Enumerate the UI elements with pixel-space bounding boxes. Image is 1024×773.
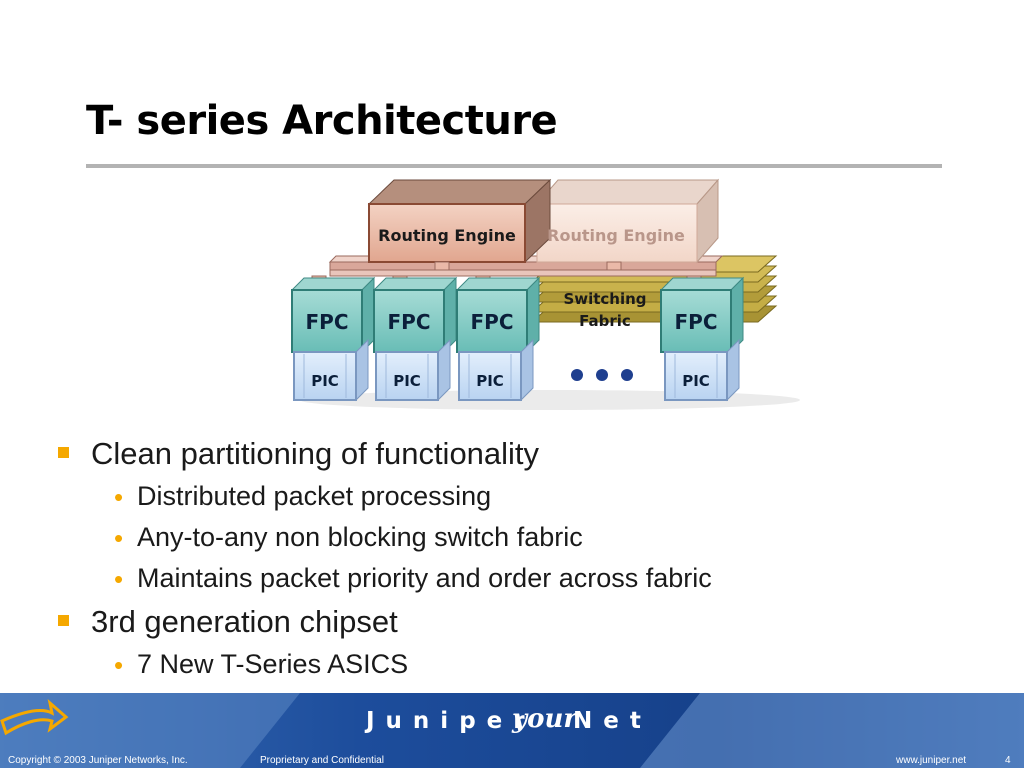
routing-engine-primary-label: Routing Engine bbox=[378, 226, 516, 245]
bullet-dot-icon: • bbox=[114, 564, 124, 594]
bullet-level1: 3rd generation chipset bbox=[91, 604, 398, 639]
slide-title: T- series Architecture bbox=[86, 98, 558, 144]
fpc-label: FPC bbox=[306, 310, 349, 334]
footer-banner bbox=[0, 693, 1024, 768]
bullet-level2: 7 New T-Series ASICS bbox=[137, 649, 409, 679]
pic-card-3 bbox=[458, 338, 534, 402]
fpc-card-3 bbox=[455, 276, 541, 354]
fpc-card-2 bbox=[372, 276, 458, 354]
pic-label: PIC bbox=[476, 372, 504, 390]
routing-engine-secondary bbox=[535, 178, 720, 264]
fpc-card-1 bbox=[290, 276, 376, 354]
bullet-dot-icon: • bbox=[114, 650, 124, 680]
bullet-level1: Clean partitioning of functionality bbox=[91, 436, 540, 471]
bullet-square-icon bbox=[58, 447, 69, 458]
footer-url[interactable]: www.juniper.net bbox=[896, 755, 967, 766]
arrow-logo-icon bbox=[0, 698, 69, 736]
title-divider bbox=[86, 164, 942, 168]
pic-label: PIC bbox=[311, 372, 339, 390]
brand-juniper: Juniper bbox=[366, 708, 536, 734]
bullet-dot-icon: • bbox=[114, 523, 124, 553]
architecture-diagram-graphic: Routing Engine Routing Engine Switching … bbox=[290, 178, 800, 410]
bullet-level2: Distributed packet processing bbox=[137, 481, 492, 511]
page-number: 4 bbox=[1005, 755, 1011, 766]
bullet-dot-icon: • bbox=[114, 482, 124, 512]
ellipsis-dots bbox=[571, 369, 633, 381]
architecture-diagram: Routing Engine Routing Engine Switching … bbox=[280, 172, 800, 412]
brand-your: your bbox=[512, 704, 578, 734]
pic-card-1 bbox=[293, 338, 369, 402]
switching-fabric-label-line2: Fabric bbox=[579, 312, 631, 330]
fpc-card-4 bbox=[659, 276, 745, 354]
footer-background bbox=[0, 693, 1024, 768]
bullet-square-icon bbox=[58, 615, 69, 626]
pic-card-2 bbox=[375, 338, 451, 402]
switching-fabric-label-line1: Switching bbox=[563, 290, 646, 308]
routing-engine-primary bbox=[367, 178, 552, 264]
pic-card-4 bbox=[664, 338, 740, 402]
fpc-label: FPC bbox=[388, 310, 431, 334]
bullet-level2: Any-to-any non blocking switch fabric bbox=[137, 522, 583, 552]
brand-net: Net bbox=[573, 708, 652, 734]
fpc-label: FPC bbox=[675, 310, 718, 334]
bullet-level2: Maintains packet priority and order acro… bbox=[137, 563, 712, 593]
routing-engine-secondary-label: Routing Engine bbox=[547, 226, 685, 245]
pic-label: PIC bbox=[393, 372, 421, 390]
footer-copyright: Copyright © 2003 Juniper Networks, Inc. bbox=[8, 755, 188, 766]
fpc-label: FPC bbox=[471, 310, 514, 334]
footer-confidential: Proprietary and Confidential bbox=[260, 755, 384, 766]
pic-label: PIC bbox=[682, 372, 710, 390]
